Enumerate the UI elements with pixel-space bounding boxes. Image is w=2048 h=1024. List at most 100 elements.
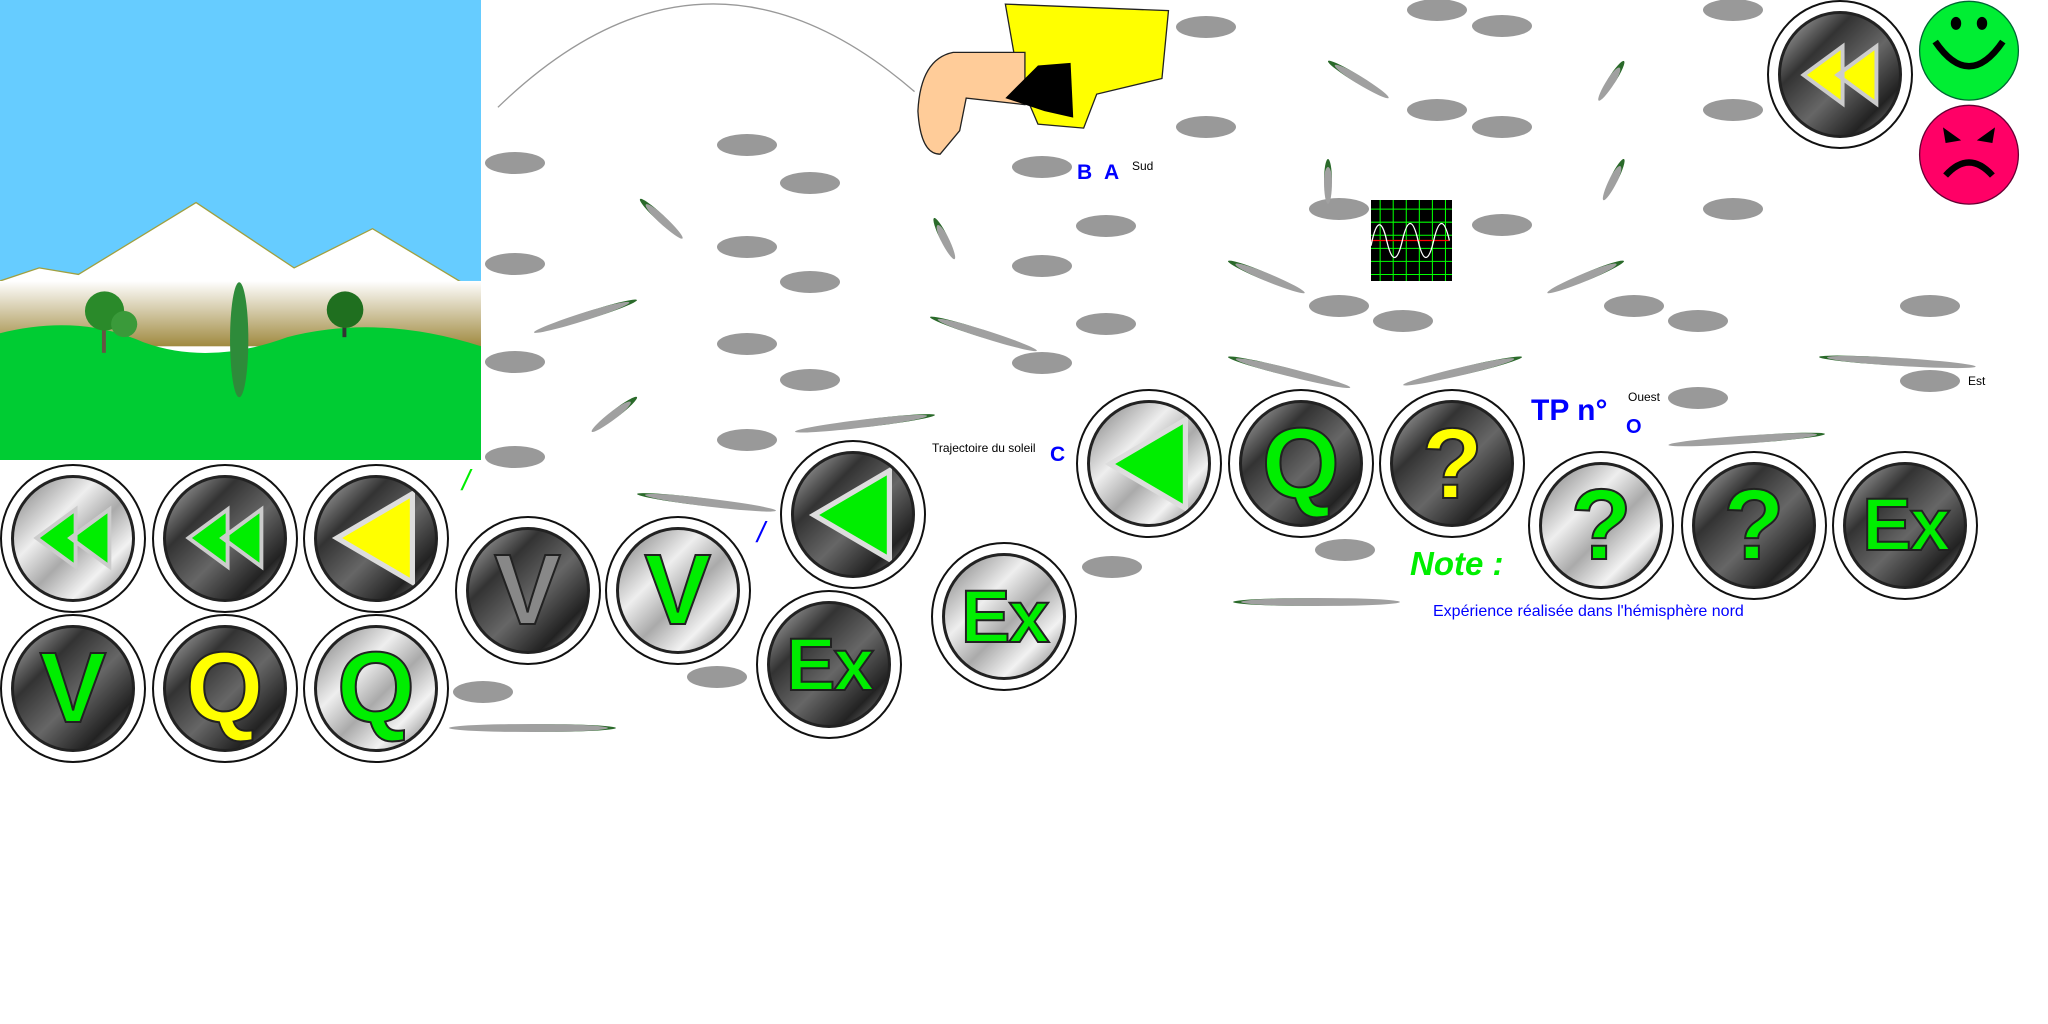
gray-ellipse-sprite (1308, 294, 1369, 317)
gray-ellipse-sprite (1703, 0, 1764, 22)
button-face: Q (1238, 400, 1363, 528)
ex-glyph: Ex (1861, 483, 1951, 567)
exercise-button[interactable]: Ex (756, 590, 903, 740)
leaf-sprite (636, 489, 777, 515)
button-face: ? (1691, 461, 1816, 589)
ex-glyph: Ex (960, 574, 1050, 658)
validate-button[interactable]: V (0, 613, 146, 763)
v-glyph: V (493, 534, 562, 647)
button-face (1087, 400, 1212, 528)
tp-number-label: TP n° (1531, 394, 1608, 427)
button-face (162, 474, 287, 602)
gray-ellipse-sprite (1012, 352, 1073, 375)
help-button[interactable]: ? (1379, 389, 1526, 539)
angry-face-icon[interactable] (1917, 104, 2021, 208)
button-face: Ex (767, 601, 892, 729)
gray-ellipse-sprite (1472, 213, 1533, 236)
gray-ellipse-sprite (717, 235, 778, 258)
gray-ellipse-sprite (1667, 387, 1728, 410)
gray-ellipse-sprite (717, 429, 778, 452)
point-c-label: C (1050, 443, 1066, 466)
rewind-button[interactable] (0, 463, 146, 613)
tree-icon (326, 291, 364, 338)
gray-ellipse-sprite (484, 350, 545, 373)
slash-mark: / (462, 465, 471, 497)
double-left-arrow-icon (1800, 42, 1879, 107)
help-button[interactable]: ? (1680, 450, 1827, 600)
validate-button[interactable]: V (454, 515, 601, 665)
button-face: Ex (1843, 461, 1968, 589)
leaf-sprite (794, 411, 936, 436)
ex-glyph: Ex (785, 622, 875, 706)
point-b-label: B (1077, 161, 1093, 184)
leaf-sprite (533, 296, 639, 337)
gray-ellipse-sprite (717, 332, 778, 355)
question-button[interactable]: Q (1227, 389, 1374, 539)
question-button[interactable]: Q (303, 613, 450, 763)
leaf-sprite (1819, 352, 1977, 371)
button-face (11, 474, 135, 602)
question-button[interactable]: Q (151, 613, 298, 763)
gray-ellipse-sprite (484, 252, 545, 275)
exercise-button[interactable]: Ex (931, 542, 1078, 692)
gray-ellipse-sprite (1372, 310, 1433, 333)
pointing-hand-icon (917, 3, 1170, 155)
button-face: ? (1390, 400, 1515, 528)
button-face (1778, 11, 1903, 138)
gray-ellipse-sprite (1012, 255, 1073, 278)
sun-trajectory-arc (497, 3, 915, 108)
rewind-button[interactable] (1767, 0, 1914, 149)
gray-ellipse-sprite (1472, 115, 1533, 138)
leaf-sprite (1324, 159, 1333, 204)
back-button[interactable] (779, 440, 926, 590)
v-glyph: V (643, 534, 712, 647)
west-letter: O (1626, 416, 1642, 438)
back-button[interactable] (303, 463, 450, 613)
leaf-sprite (1594, 59, 1627, 103)
gray-ellipse-sprite (1081, 555, 1142, 578)
q-glyph: Q (185, 632, 265, 745)
happy-face-icon[interactable] (1917, 0, 2021, 104)
gray-ellipse-sprite (1315, 538, 1376, 561)
help-button[interactable]: ? (1528, 450, 1675, 600)
gray-ellipse-sprite (687, 665, 748, 688)
gray-ellipse-sprite (1308, 197, 1369, 220)
validate-button[interactable]: V (604, 515, 751, 665)
experiment-caption: Expérience réalisée dans l'hémisphère no… (1433, 603, 1744, 620)
button-face: ? (1539, 461, 1664, 589)
gray-ellipse-sprite (1900, 294, 1961, 317)
gray-ellipse-sprite (779, 171, 840, 194)
gray-ellipse-sprite (1667, 310, 1728, 333)
note-label: Note : (1410, 545, 1504, 582)
gray-ellipse-sprite (1603, 294, 1664, 317)
gray-ellipse-sprite (1406, 98, 1467, 121)
leaf-sprite (930, 216, 959, 261)
gray-ellipse-sprite (1900, 370, 1961, 393)
gray-ellipse-sprite (717, 133, 778, 156)
button-face (790, 451, 915, 579)
gray-ellipse-sprite (779, 271, 840, 294)
button-face: V (615, 526, 740, 654)
button-face: V (465, 526, 590, 654)
button-face: V (11, 624, 135, 752)
gray-ellipse-sprite (779, 369, 840, 392)
rewind-button[interactable] (151, 463, 298, 613)
gray-ellipse-sprite (1175, 16, 1236, 39)
left-arrow-icon (331, 489, 416, 587)
q-glyph: Q (336, 632, 416, 745)
leaf-sprite (1545, 257, 1626, 297)
question-mark-glyph: ? (1722, 469, 1785, 582)
tree-icon (84, 291, 138, 353)
leaf-sprite (589, 393, 640, 436)
south-label: Sud (1132, 159, 1154, 173)
gray-ellipse-sprite (1012, 156, 1073, 179)
gray-ellipse-sprite (1703, 197, 1764, 220)
exercise-button[interactable]: Ex (1832, 450, 1979, 600)
back-button[interactable] (1076, 389, 1223, 539)
leaf-sprite (637, 195, 686, 241)
button-face (314, 474, 439, 602)
button-face: Q (314, 624, 439, 752)
double-left-arrow-icon (33, 505, 112, 571)
point-a-label: A (1104, 161, 1120, 184)
gray-ellipse-sprite (453, 681, 514, 704)
